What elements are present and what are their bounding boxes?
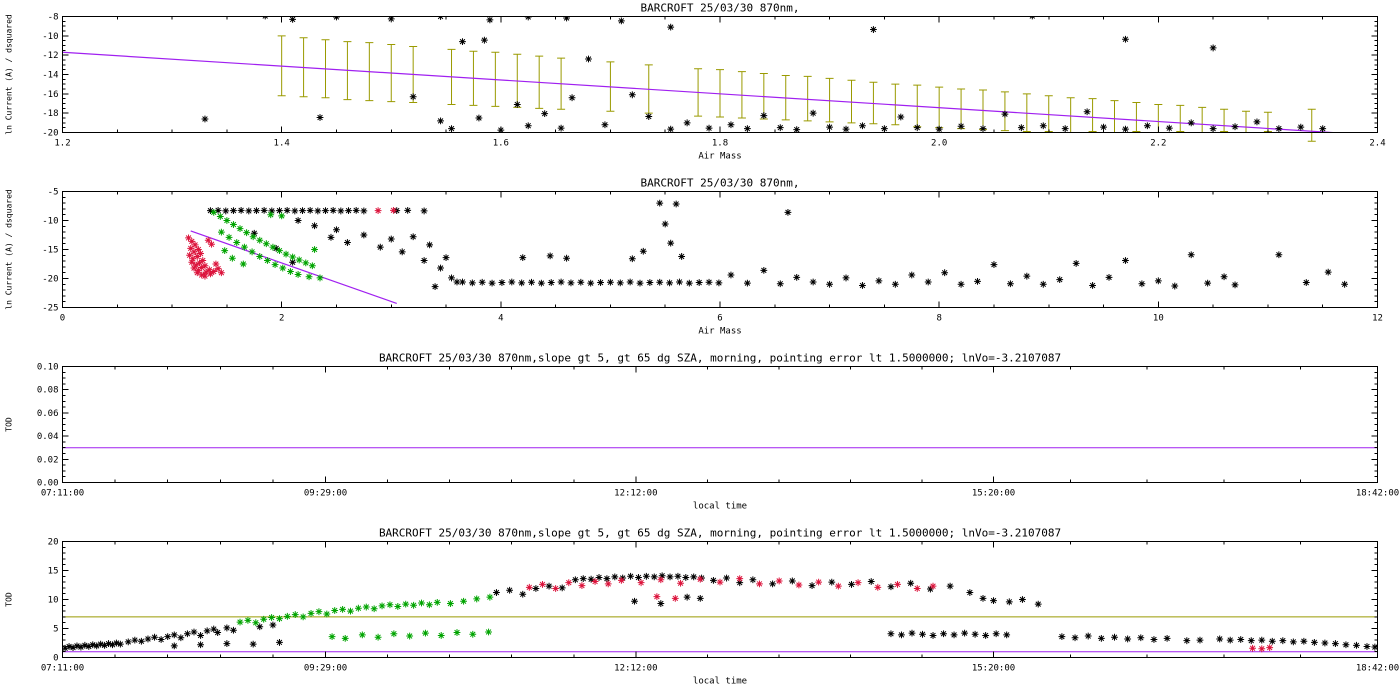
y-axis-label: TOD (5, 417, 14, 432)
y-tick-label: 5 (53, 625, 58, 635)
x-tick-label: 1.4 (274, 139, 290, 149)
x-tick-label: 2.0 (931, 139, 947, 149)
panel-1: 1.2 1.4 1.6 1.8 2.0 2.2 2.4 -8 -10 -12 -14 -16 -18 -2… (0, 0, 1400, 175)
x-tick-label: 07:11:00 (41, 664, 84, 674)
y-tick-label: -20 (42, 275, 58, 285)
panel-2: 0 2 4 6 8 10 12 -5 -10 -15 -20 -25 BARCROFT 25/03/30… (0, 175, 1400, 350)
panel-3-svg: 07:11:00 09:29:00 12:12:00 15:20:00 18:42:00… (5, 352, 1400, 512)
x-tick-label: 1.6 (493, 139, 509, 149)
x-tick-label: 15:20:00 (972, 664, 1015, 674)
panel-title: BARCROFT 25/03/30 870nm, (641, 177, 800, 190)
x-tick-label: 6 (717, 314, 722, 324)
y-tick-label: -18 (42, 109, 58, 119)
x-axis-label: local time (693, 677, 747, 687)
y-tick-label: 20 (48, 538, 59, 548)
x-axis-label: Air Mass (698, 327, 741, 337)
x-tick-label: 12:12:00 (614, 489, 657, 499)
y-tick-label: -5 (48, 188, 59, 198)
y-axis-label: TOD (5, 592, 14, 607)
x-tick-label: 2.4 (1369, 139, 1385, 149)
flagged-points (185, 206, 397, 280)
y-tick-label: -10 (42, 32, 58, 42)
x-tick-label: 12:12:00 (614, 664, 657, 674)
morning-points (210, 208, 324, 282)
axes (62, 541, 1378, 658)
y-tick-label: -20 (42, 129, 58, 139)
x-axis-label: Air Mass (698, 152, 741, 162)
x-tick-label: 2 (279, 314, 284, 324)
x-tick-label: 09:29:00 (304, 489, 347, 499)
panel-2-svg: 0 2 4 6 8 10 12 -5 -10 -15 -20 -25 BARCROFT 25/03/30… (5, 177, 1383, 337)
panel-1-svg: 1.2 1.4 1.6 1.8 2.0 2.2 2.4 -8 -10 -12 -14 -16 -18 -2… (5, 2, 1386, 162)
panel-4: 07:11:00 09:29:00 12:12:00 15:20:00 18:42:00… (0, 525, 1400, 700)
axes (62, 191, 1378, 308)
panel-title: BARCROFT 25/03/30 870nm,slope gt 5, gt 6… (379, 527, 1061, 540)
panel-4-svg: 07:11:00 09:29:00 12:12:00 15:20:00 18:42:00… (5, 527, 1400, 687)
axes (62, 16, 1378, 133)
x-tick-label: 1.8 (712, 139, 728, 149)
y-tick-label: 0.08 (37, 386, 59, 396)
y-axis-label: ln Current (A) / dsquared (5, 14, 14, 135)
y-tick-label: -8 (48, 13, 59, 23)
x-tick-label: 07:11:00 (41, 489, 84, 499)
y-tick-label: 0 (53, 654, 58, 664)
langley-fit-line (62, 51, 1342, 133)
y-tick-label: -25 (42, 304, 58, 314)
axes (62, 366, 1378, 483)
binned-errorbars (277, 35, 1316, 142)
y-tick-label: -16 (42, 90, 58, 100)
panel-root: 0 2 4 6 8 10 12 -5 -10 -15 -20 -25 BARCROFT 25/03/30… (5, 177, 1383, 337)
y-tick-label: 0.10 (37, 363, 59, 373)
y-tick-label: 0.02 (37, 455, 59, 465)
x-tick-label: 15:20:00 (972, 489, 1015, 499)
y-tick-label: 0.06 (37, 409, 59, 419)
y-tick-label: 0.04 (37, 432, 59, 442)
panel-title: BARCROFT 25/03/30 870nm, (641, 2, 800, 15)
y-tick-label: 0.00 (37, 479, 59, 489)
y-tick-label: -14 (42, 71, 58, 81)
x-tick-label: 18:42:00 (1356, 489, 1399, 499)
tod-points-flagged (525, 575, 1274, 653)
series-layer (62, 572, 1378, 653)
y-tick-label: -12 (42, 51, 58, 61)
series-layer (185, 199, 1349, 305)
langley-fit-line (190, 230, 397, 305)
x-tick-label: 18:42:00 (1356, 664, 1399, 674)
x-tick-label: 8 (936, 314, 941, 324)
panel-root: 1.2 1.4 1.6 1.8 2.0 2.2 2.4 -8 -10 -12 -14 -16 -18 -2… (5, 2, 1386, 162)
y-axis-label: ln Current (A) / dsquared (5, 189, 14, 310)
x-axis-label: local time (693, 502, 747, 512)
x-tick-label: 0 (60, 314, 65, 324)
all-points (207, 199, 1349, 291)
y-tick-label: 15 (48, 567, 59, 577)
y-tick-label: -10 (42, 217, 58, 227)
x-tick-label: 1.2 (54, 139, 70, 149)
tod-points-morning (236, 593, 494, 642)
y-tick-label: 10 (48, 596, 59, 606)
x-tick-label: 10 (1153, 314, 1164, 324)
x-tick-label: 09:29:00 (304, 664, 347, 674)
panel-3: 07:11:00 09:29:00 12:12:00 15:20:00 18:42:00… (0, 350, 1400, 525)
x-tick-label: 12 (1372, 314, 1383, 324)
y-tick-label: -15 (42, 246, 58, 256)
x-tick-label: 4 (498, 314, 503, 324)
panel-title: BARCROFT 25/03/30 870nm,slope gt 5, gt 6… (379, 352, 1061, 365)
series-layer (62, 16, 1342, 142)
panel-root: 07:11:00 09:29:00 12:12:00 15:20:00 18:42:00… (5, 527, 1400, 687)
panel-root: 07:11:00 09:29:00 12:12:00 15:20:00 18:42:00… (5, 352, 1400, 512)
x-tick-label: 2.2 (1150, 139, 1166, 149)
